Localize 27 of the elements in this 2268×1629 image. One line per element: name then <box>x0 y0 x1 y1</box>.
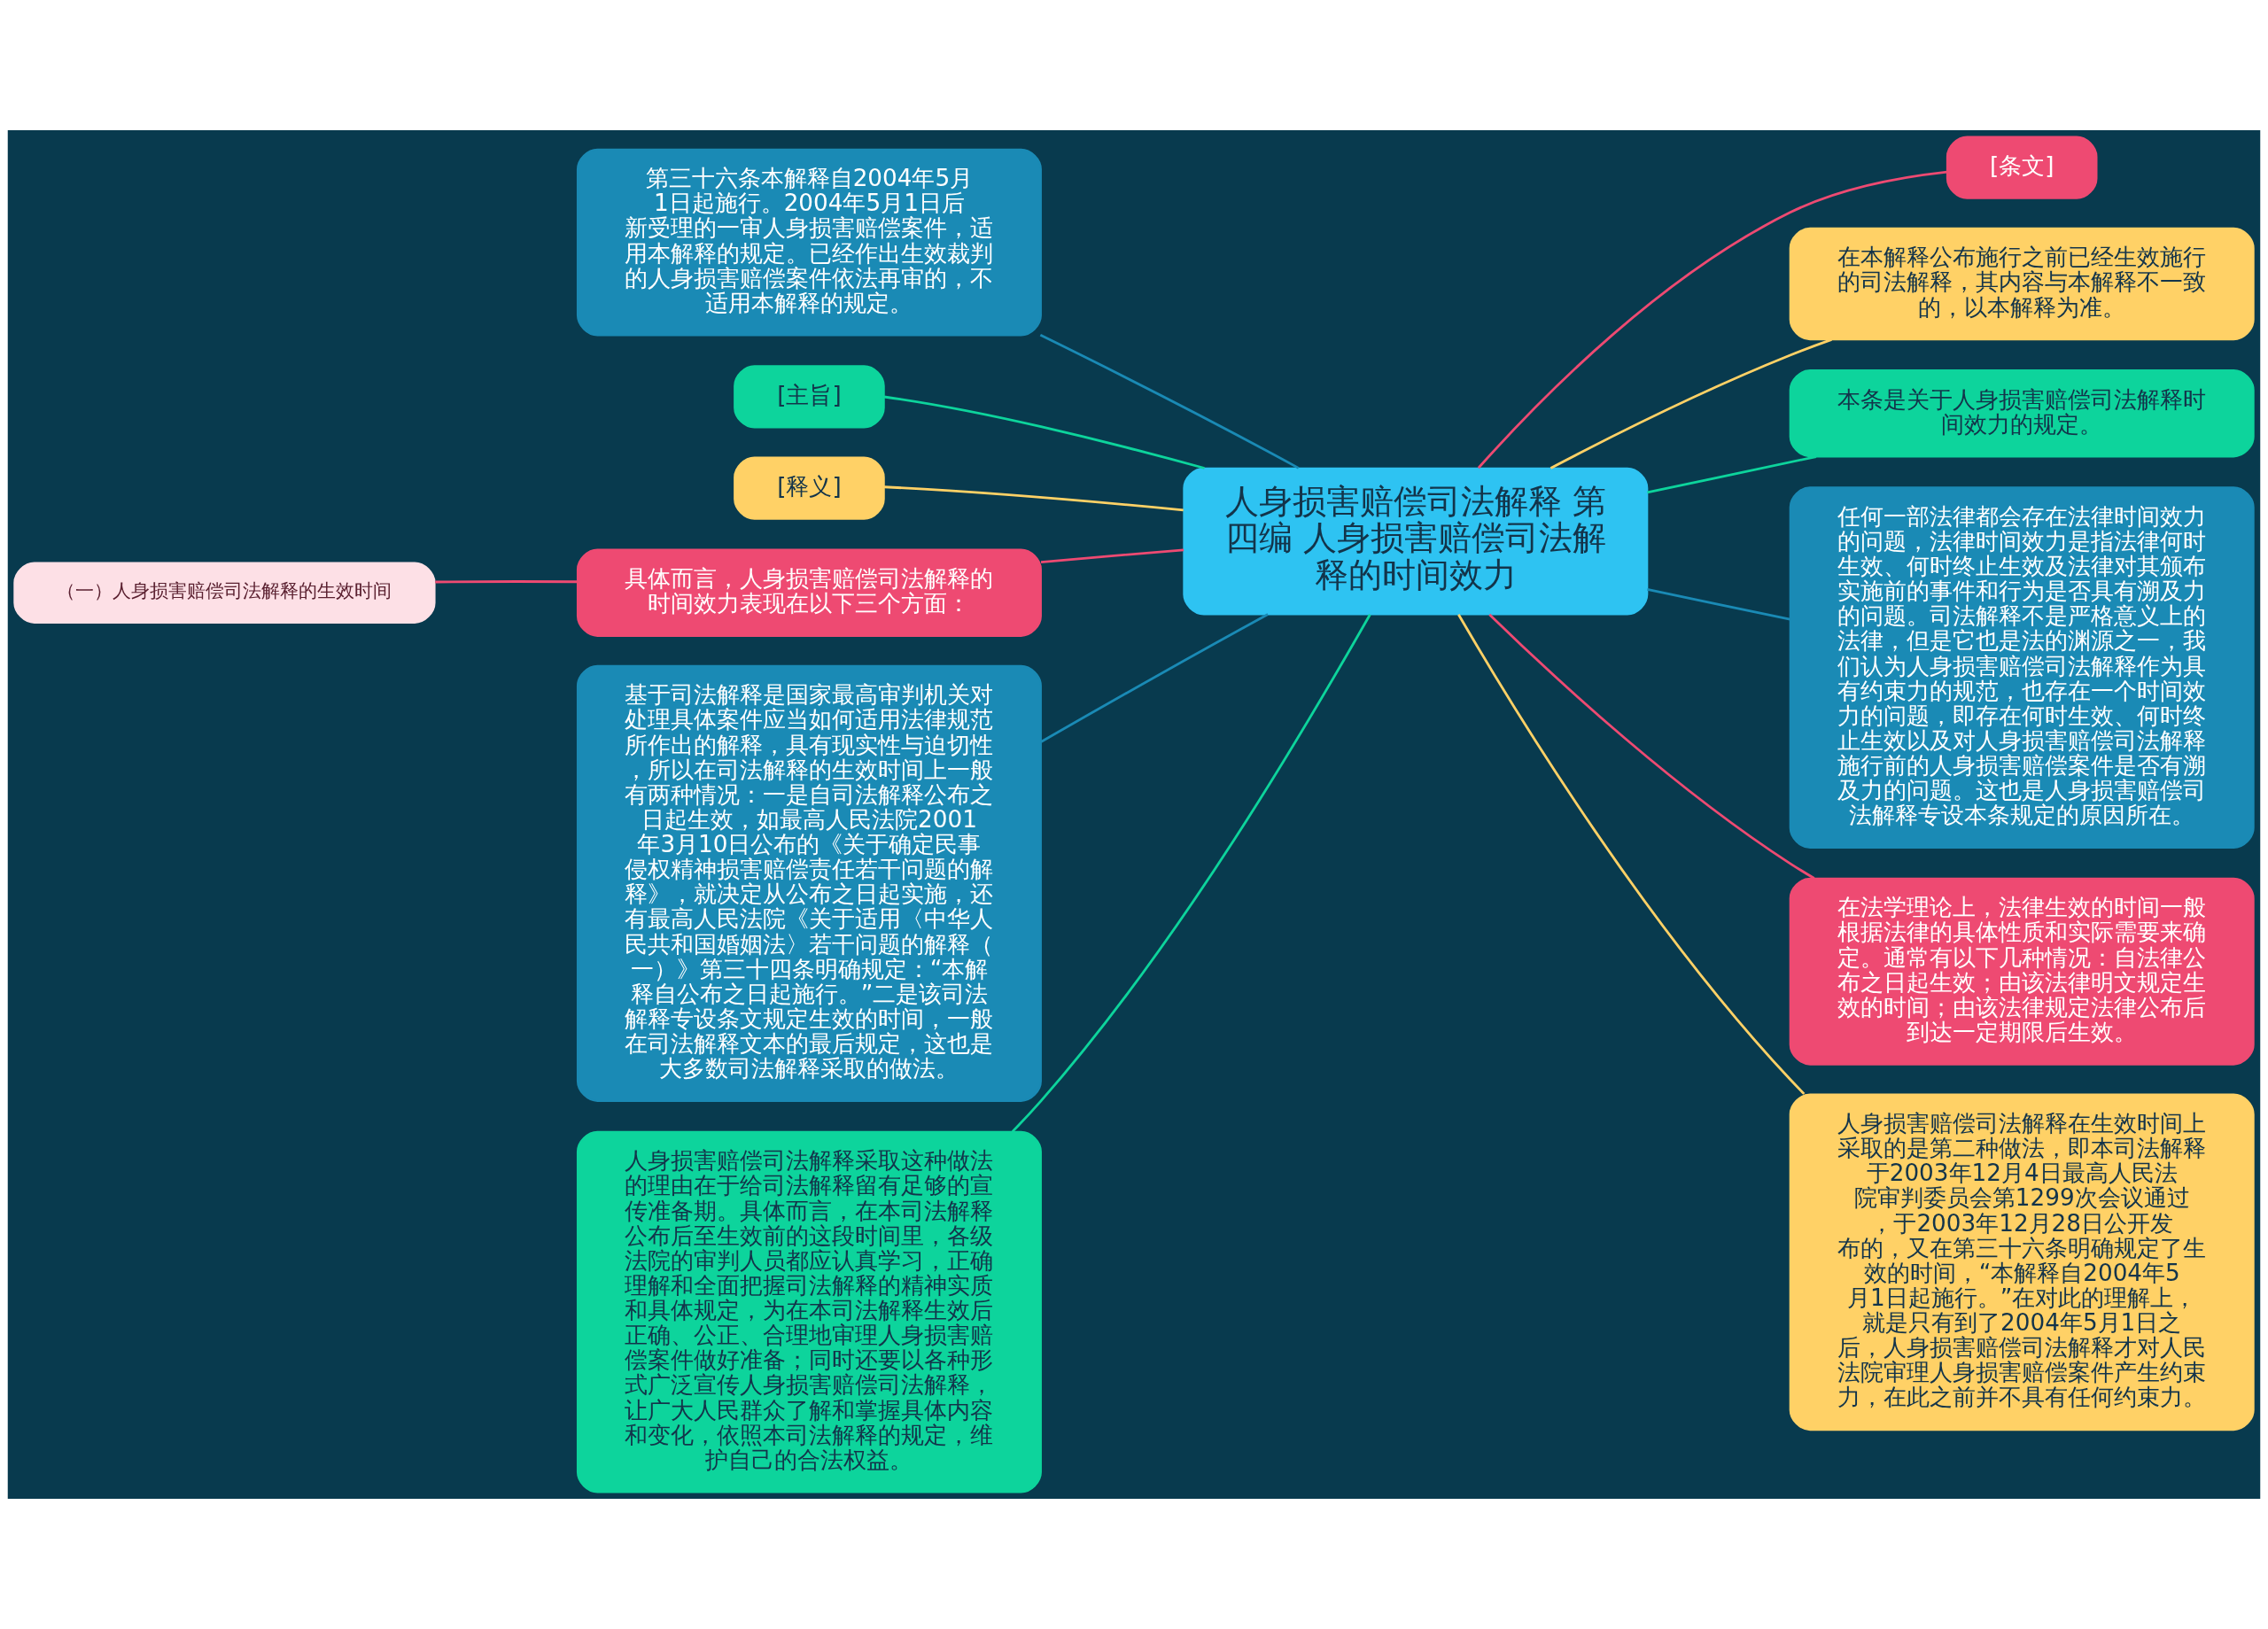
connector <box>1040 548 1184 564</box>
connector <box>1550 338 1832 469</box>
node-box: 在法学理论上，法律生效的时间一般根据法律的具体性质和实际需要来确定。通常有以下几种情况：自法律公布之日起生效；由该法律明文规定生效的时间；由该法律规定法律公布后到达一定期限后生效。 <box>1789 877 2255 1066</box>
node-box: （一）人身损害赔偿司法解释的生效时间 <box>13 562 436 624</box>
node-box: 人身损害赔偿司法解释 第四编 人身损害赔偿司法解释的时间效力 <box>1183 467 1649 616</box>
node-box: 本条是关于人身损害赔偿司法解释时间效力的规定。 <box>1789 369 2255 458</box>
connector <box>1011 614 1371 1133</box>
node-box: 任何一部法律都会存在法律时间效力的问题，法律时间效力是指法律何时生效、何时终止生效及法律对其颁布实施前的事件和行为是否具有溯及力的问题。司法解释不是严格意义上的法律，但是它也是法的渊源之一，我们认为人身损害赔偿司法解释作为具有约束力的规范，也存在一个时间效力的问题，即存在何时生效、何时终止生效以及对人身损害赔偿司法解释施行前的人身损害赔偿案件是否有溯及力的问题。这也是人身损害赔偿司法解释专设本条规定的原因所在。 <box>1789 486 2255 849</box>
node-box: 基于司法解释是国家最高审判机关对处理具体案件应当如何适用法律规范所作出的解释，具有现实性与迫切性，所以在司法解释的生效时间上一般有两种情况：一是自司法解释公布之日起生效，如最高人民法院2001年3月10日公布的《关于确定民事侵权精神损害赔偿责任若干问题的解释》，就决定从公布之日起实施，还有最高人民法院《关于适用〈中华人民共和国婚姻法〉若干问题的解释（一）》第三十四条明确规定：“本解释自公布之日起施行。”二是该司法解释专设条文规定生效的时间，一般在司法解释文本的最后规定，这也是大多数司法解释采取的做法。 <box>576 664 1042 1102</box>
node-box: [条文] <box>1946 136 2098 199</box>
node-box: [主旨] <box>734 365 885 429</box>
connector <box>1039 333 1300 469</box>
connector <box>884 485 1184 512</box>
connector <box>1477 170 1947 469</box>
connector <box>1457 614 1806 1095</box>
node-box: 第三十六条本解释自2004年5月1日起施行。2004年5月1日后新受理的一审人身损害赔偿案件，适用本解释的规定。已经作出生效裁判的人身损害赔偿案件依法再审的，不适用本解释的规定。 <box>576 148 1042 337</box>
connector <box>1488 613 1815 880</box>
connector <box>435 580 578 584</box>
node-box: 在本解释公布施行之前已经生效施行的司法解释，其内容与本解释不一致的，以本解释为准。 <box>1789 227 2255 341</box>
connector <box>883 395 1205 469</box>
node-box: 人身损害赔偿司法解释在生效时间上采取的是第二种做法，即本司法解释于2003年12月4日最高人民法院审判委员会第1299次会议通过，于2003年12月28日公开发布的，又在第三十六条明确规定了生效的时间，“本解释自2004年5月1日起施行。”在对此的理解上，就是只有到了2004年5月1日之后，人身损害赔偿司法解释才对人民法院审理人身损害赔偿案件产生约束力，在此之前并不具有任何约束力。 <box>1789 1093 2255 1431</box>
node-box: [释义] <box>734 456 885 520</box>
connector <box>1040 613 1269 743</box>
connector <box>1647 588 1790 621</box>
node-box: 具体而言，人身损害赔偿司法解释的时间效力表现在以下三个方面： <box>576 548 1042 637</box>
connector <box>1647 455 1817 494</box>
node-box: 人身损害赔偿司法解释采取这种做法的理由在于给司法解释留有足够的宣传准备期。具体而言，在本司法解释公布后至生效前的这段时间里，各级法院的审判人员都应认真学习，正确理解和全面把握司法解释的精神实质和具体规定，为在本司法解释生效后正确、公正、合理地审理人身损害赔偿案件做好准备；同时还要以各种形式广泛宣传人身损害赔偿司法解释，让广大人民群众了解和掌握具体内容和变化，依照本司法解释的规定，维护自己的合法权益。 <box>576 1130 1042 1493</box>
